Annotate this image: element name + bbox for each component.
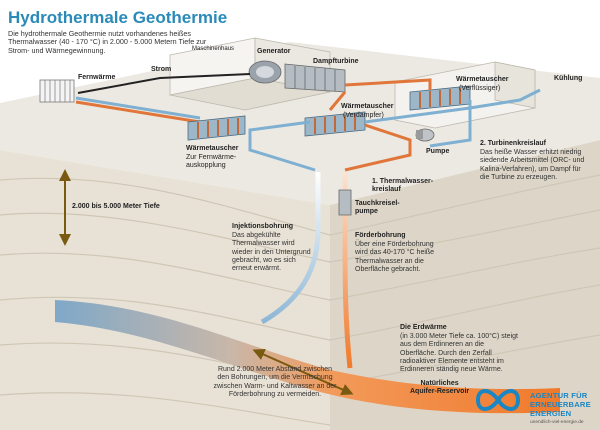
district-heating-pipe	[75, 100, 201, 124]
radiator-icon	[39, 79, 75, 103]
logo-line-2: ERNEUERBARE	[530, 400, 591, 409]
turbine-loop-pipe	[429, 100, 472, 148]
aee-logo	[475, 389, 521, 411]
heat-exchanger-evaporator	[304, 111, 366, 137]
desc-erdwaerme: (in 3.000 Meter Tiefe ca. 100°C) steigt …	[400, 333, 518, 373]
spacing-arrow	[252, 348, 354, 396]
label-thermalwasserkreislauf: 1. Thermalwasser- kreislauf	[372, 178, 434, 194]
logo-line-3: ENERGIEN	[530, 409, 572, 418]
label-wt-fernwaerme-sub: Zur Fernwärme- auskopplung	[186, 154, 237, 170]
label-generator: Generator	[257, 48, 291, 55]
label-foerderbohrung: Förderbohrung	[355, 232, 406, 239]
pump-icon	[415, 128, 435, 142]
turbine-loop-pipe	[364, 88, 541, 124]
aquifer-reservoir	[55, 300, 560, 414]
heat-exchanger-condenser	[409, 85, 471, 111]
label-dampfturbine: Dampfturbine	[313, 58, 359, 65]
label-wt-verdampfer-sub: (Verdampfer)	[343, 112, 384, 119]
thermal-loop-cold-pipe	[248, 120, 316, 172]
label-wt-fernwaerme: Wärmetauscher	[186, 145, 239, 152]
label-tiefe: 2.000 bis 5.000 Meter Tiefe	[72, 203, 160, 210]
label-strom: Strom	[151, 66, 172, 73]
strata-line	[0, 247, 600, 301]
desc-abstand: Rund 2.000 Meter Abstand zwischen den Bo…	[213, 366, 337, 398]
label-tauchkreiselpumpe: Tauchkreisel- pumpe	[355, 200, 400, 216]
intro-text: Die hydrothermale Geothermie nutzt vorha…	[8, 29, 207, 55]
strata-line	[0, 209, 600, 263]
label-injektionsbohrung: Injektionsbohrung	[232, 223, 294, 230]
label-fernwaerme: Fernwärme	[78, 74, 116, 81]
turbine-loop-pipe	[344, 78, 432, 90]
generator	[248, 60, 282, 84]
desc-injektionsbohrung: Das abgekühlte Thermalwasser wird wieder…	[232, 232, 311, 272]
label-maschinenhaus: Maschinenhaus	[192, 46, 235, 52]
label-wt-verfluessiger: Wärmetauscher	[456, 76, 509, 83]
label-turbinenkreislauf: 2. Turbinenkreislauf	[480, 140, 546, 147]
strata-line	[0, 284, 600, 341]
submersible-pump	[338, 189, 352, 216]
label-pumpe: Pumpe	[426, 148, 450, 155]
power-cable	[77, 73, 251, 94]
desc-turbinenkreislauf: Das heiße Wasser erhitzt niedrig siedend…	[480, 149, 585, 181]
label-wt-verdampfer: Wärmetauscher	[341, 103, 394, 110]
turbine-loop-pipe	[328, 91, 347, 111]
label-wt-verfluessiger-sub: (Verflüssiger)	[459, 85, 501, 92]
label-kuehlung: Kühlung	[554, 75, 583, 82]
page-title: Hydrothermale Geothermie	[8, 8, 228, 27]
heat-exchanger-district-heating	[187, 115, 246, 141]
strata-line	[0, 174, 600, 236]
desc-foerderbohrung: Über eine Förderbohrung wird das 40-170 …	[355, 241, 435, 273]
logo-url: unendlich-viel-energie.de	[530, 420, 584, 425]
strata-line	[0, 392, 331, 426]
logo-line-1: AGENTUR FÜR	[530, 391, 588, 400]
district-heating-pipe	[75, 96, 201, 120]
earth-block-right	[330, 140, 600, 430]
thermal-loop-hot-pipe	[344, 123, 412, 172]
injection-borehole	[260, 172, 321, 325]
label-erdwaerme: Die Erdwärme	[400, 324, 447, 331]
label-reservoir: Natürliches Aquifer-Reservoir	[410, 380, 470, 396]
